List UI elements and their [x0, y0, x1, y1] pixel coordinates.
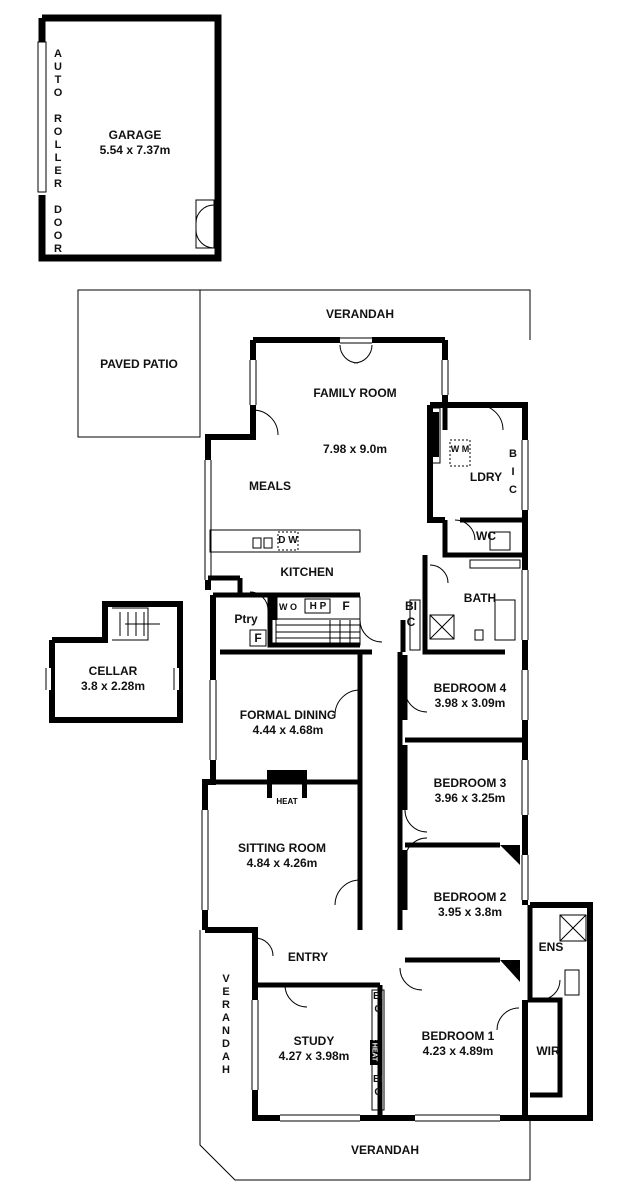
laundry-bic-label: BIC [509, 448, 517, 496]
dishwasher-label: D W [278, 535, 298, 546]
verandah-top-label: VERANDAH [325, 307, 394, 321]
ensuite-label: ENS [538, 940, 564, 954]
fridge-label: F [342, 599, 350, 613]
outdoor-outlines [77, 289, 531, 1181]
pantry-fridge-label: F [254, 631, 262, 645]
study-bic-top-label: BIC [373, 991, 383, 1015]
interior-walls [208, 405, 563, 1118]
washing-machine-label: W M [450, 444, 470, 454]
verandah-side-label: VERANDAH [220, 973, 232, 1077]
family-room-label: FAMILY ROOM [313, 386, 397, 400]
bath-label: BATH [463, 591, 497, 605]
gas-heaters [267, 412, 520, 1065]
cellar-walls [45, 601, 183, 723]
bath-bic-label: BIC [405, 599, 417, 629]
garage-door-label: AUTO ROLLER DOOR [52, 48, 64, 256]
verandah-bottom-label: VERANDAH [350, 1143, 419, 1157]
meals-label: MEALS [249, 479, 291, 493]
kitchen-label: KITCHEN [280, 565, 334, 579]
laundry-label: LDRY [469, 470, 503, 484]
paved-patio-label: PAVED PATIO [100, 357, 178, 371]
pantry-label: Ptry [234, 612, 258, 626]
wc-label: WC [476, 529, 496, 543]
windows [201, 337, 529, 1122]
wir-label: WIR [536, 1044, 560, 1058]
study-gas-heat-label: GAS HEAT [370, 1025, 378, 1062]
hotplate-label: H P [309, 601, 327, 612]
garage-walls [37, 14, 222, 262]
study-bic-bottom-label: BIC [373, 1074, 383, 1098]
family-room-dims: 7.98 x 9.0m [322, 442, 388, 456]
wall-oven-label: W O [279, 602, 297, 612]
entry-label: ENTRY [287, 950, 329, 964]
